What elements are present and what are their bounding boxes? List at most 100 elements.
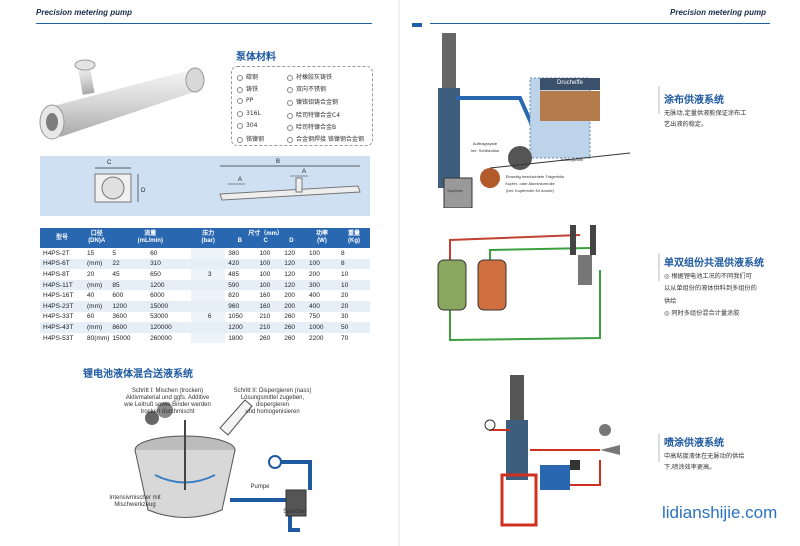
table-cell: 100: [256, 279, 282, 291]
table-cell: [191, 248, 226, 259]
table-cell: 30: [341, 313, 349, 321]
dimension-drawings: [94, 165, 361, 203]
coating-text: 无脉动,定量供液能保证涂布工 艺出液的稳定。: [664, 110, 747, 128]
table-cell: 590: [225, 279, 257, 291]
coating-diagram: [438, 33, 630, 208]
material-item: 合金钢焊接 铬镍钢合金钢: [287, 134, 364, 143]
table-cell: 485: [228, 270, 240, 278]
left-header: Precision metering pump: [36, 8, 133, 17]
table-cell: 80(mm): [87, 334, 110, 342]
table-cell: H4PS-23T: [40, 300, 84, 312]
table-cell: 22: [109, 258, 148, 270]
table-cell: 100: [256, 258, 282, 270]
blue-corner-mark: [412, 23, 422, 27]
table-cell: 85: [109, 279, 148, 291]
table-cell: 20: [87, 270, 95, 278]
table-cell: 100: [259, 249, 271, 257]
table-cell: 260: [259, 334, 271, 342]
table-cell: 400: [306, 300, 338, 312]
table-cell: 1200: [147, 279, 192, 291]
material-item: 碳钢: [237, 72, 258, 81]
table-cell: 310: [147, 258, 192, 270]
spray-diagram: [484, 375, 620, 527]
material-item: 哈司特镍合金B: [287, 122, 336, 131]
col-model: 型号: [40, 228, 84, 248]
material-item: PP: [237, 97, 253, 104]
table-cell: 60: [150, 249, 158, 257]
table-cell: 1050: [228, 313, 243, 321]
table-cell: 1200: [109, 300, 148, 312]
materials-title: 泵体材料: [236, 52, 276, 63]
table-cell: H4PS-43T: [40, 322, 84, 333]
table-cell: 60: [87, 313, 95, 321]
mixing-pump-label: Pumpe: [250, 484, 270, 490]
table-cell: 650: [150, 270, 161, 278]
table-cell: 120: [284, 270, 296, 278]
col-flow: 流量 (mL/min): [109, 228, 192, 248]
table-cell: 750: [309, 313, 320, 321]
material-item: 304: [237, 122, 257, 129]
material-item: 双向不锈钢: [287, 84, 326, 93]
table-cell: 1000: [306, 322, 338, 333]
table-cell: 45: [112, 270, 120, 278]
table-cell: 160: [259, 292, 271, 300]
table-cell: 15: [87, 249, 95, 257]
coating-drum-label: Drucheffe: [557, 80, 583, 86]
coating-bar: [658, 86, 660, 114]
table-cell: 120: [281, 258, 306, 270]
table-cell: H4PS-16T: [43, 292, 74, 300]
dual-line-1: ◎ 根据锂电池工况的不同我们可: [664, 273, 752, 280]
dual-title: 单双组份共混供液系统: [664, 258, 764, 269]
table-cell: 300: [306, 279, 338, 291]
table-cell: (mm): [84, 258, 110, 270]
table-cell: 1800: [228, 334, 243, 342]
table-cell: 8: [338, 258, 370, 270]
col-pressure: 压力 (bar): [191, 228, 226, 248]
spray-text: 中高粘度液体在无脉动的供给 下,喷涂效率更高。: [664, 453, 745, 471]
material-item: 衬橡胶灰铸铁: [287, 72, 332, 81]
table-cell: (mm): [84, 279, 110, 291]
mixing-mixer-label: Intensivmischer mit Mischwerkzeug: [109, 495, 161, 508]
table-cell: 6: [191, 311, 226, 323]
table-cell: [191, 322, 226, 333]
table-cell: 120: [281, 279, 306, 291]
table-cell: H4PS-2T: [43, 249, 70, 257]
dim-a-right: A: [302, 169, 307, 175]
table-cell: 100: [309, 249, 320, 257]
table-cell: 120: [284, 249, 296, 257]
dim-a-left: A: [238, 177, 243, 183]
material-item: 铸铁: [237, 84, 258, 93]
table-cell: 960: [225, 300, 257, 312]
table-cell: 50: [338, 322, 370, 333]
table-cell: 400: [309, 292, 320, 300]
table-cell: 40: [87, 292, 95, 300]
material-item: 316L: [237, 110, 261, 117]
table-cell: H4PS-8T: [43, 270, 70, 278]
table-cell: 100: [306, 258, 338, 270]
mixing-diagram: [134, 399, 312, 532]
table-cell: H4PS-6T: [40, 258, 84, 270]
right-header-rule: [430, 23, 770, 24]
table-cell: H4PS-53T: [43, 334, 74, 342]
table-cell: (mm): [84, 300, 110, 312]
coating-label-5: Speicher: [447, 188, 463, 193]
table-cell: 260: [284, 313, 296, 321]
table-cell: 600: [112, 292, 124, 300]
table-cell: [191, 279, 226, 291]
dim-c: C: [107, 160, 112, 166]
dual-mix-diagram: [437, 225, 601, 342]
table-cell: 5: [112, 249, 117, 257]
table-cell: 200: [281, 300, 306, 312]
coating-label-1: Auftragssyste her: Schlitzdüse: [470, 141, 500, 153]
table-cell: [191, 300, 226, 312]
table-cell: 160: [256, 300, 282, 312]
col-weight: 重量 (Kg): [338, 228, 370, 248]
dual-line-4: ◎ 同时多组份混合计量涂胶: [664, 310, 740, 317]
col-caliber: 口径 (DN)A: [84, 228, 110, 248]
